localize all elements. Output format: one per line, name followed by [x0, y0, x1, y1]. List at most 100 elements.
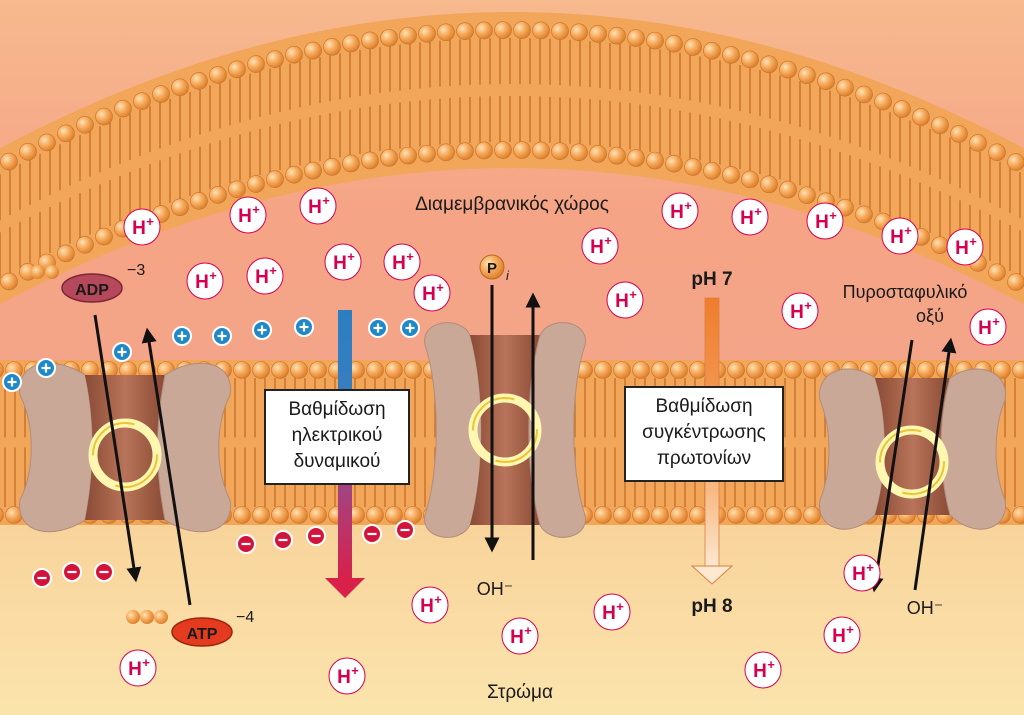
proton: H+ — [186, 262, 224, 300]
negative-charges — [32, 520, 415, 588]
svg-text:H: H — [852, 564, 866, 585]
protons: H+H+H+H+H+H+H+H+H+H+H+H+H+H+H+H+H+H+H+H+… — [119, 187, 1007, 695]
rotation-cycle-2 — [468, 393, 542, 467]
proton: H+ — [299, 187, 337, 225]
svg-text:+: + — [436, 280, 444, 295]
proton: H+ — [593, 593, 631, 631]
svg-text:H: H — [815, 212, 829, 233]
proton: H+ — [969, 308, 1007, 346]
proton: H+ — [606, 281, 644, 319]
atp-molecule: ATP −4 — [126, 609, 254, 647]
svg-text:+: + — [846, 622, 854, 637]
svg-text:H: H — [255, 267, 269, 288]
svg-text:+: + — [322, 193, 330, 208]
svg-text:+: + — [269, 263, 277, 278]
proton: H+ — [413, 274, 451, 312]
proton: H+ — [383, 243, 421, 281]
adp-molecule: ADP −3 — [31, 262, 145, 303]
svg-text:+: + — [146, 214, 154, 229]
rotation-cycle-1 — [88, 418, 162, 492]
atp-charge: −4 — [236, 609, 254, 626]
svg-text:+: + — [347, 249, 355, 264]
proton: H+ — [744, 651, 782, 689]
pyruvate-label-line-2: οξύ — [916, 306, 944, 326]
svg-text:H: H — [238, 206, 252, 227]
positive-charge — [172, 326, 192, 346]
positive-charge — [212, 326, 232, 346]
positive-charge — [400, 318, 420, 338]
svg-text:+: + — [804, 298, 812, 313]
negative-charge — [236, 534, 256, 554]
ph-bottom-label: pH 8 — [691, 596, 732, 617]
adp-label: ADP — [75, 282, 109, 299]
negative-charge — [306, 526, 326, 546]
svg-text:+: + — [252, 202, 260, 217]
negative-charge — [32, 568, 52, 588]
proton: H+ — [324, 243, 362, 281]
svg-text:H: H — [128, 659, 142, 680]
phosphate-label: P — [487, 260, 497, 277]
svg-text:H: H — [392, 253, 406, 274]
hydroxide-label-2: OH⁻ — [907, 598, 944, 618]
atp-label: ATP — [187, 626, 218, 643]
pyruvate-transporter — [819, 368, 1006, 530]
intermembrane-space-label: Διαμεμβρανικός χώρος — [415, 194, 609, 215]
proton: H+ — [246, 257, 284, 295]
svg-text:H: H — [790, 302, 804, 323]
svg-text:+: + — [684, 198, 692, 213]
svg-text:H: H — [602, 603, 616, 624]
electric-gradient-line-2: ηλεκτρικού — [291, 425, 383, 446]
hydroxide-export-arrow-2 — [913, 337, 957, 591]
svg-text:H: H — [832, 626, 846, 647]
positive-charges — [2, 317, 420, 392]
svg-text:H: H — [337, 667, 351, 688]
negative-charge — [62, 562, 82, 582]
positive-charge — [36, 358, 56, 378]
proton: H+ — [731, 198, 769, 236]
proton: H+ — [229, 196, 267, 234]
svg-text:H: H — [333, 253, 347, 274]
svg-text:H: H — [420, 596, 434, 617]
proton-gradient-line-3: πρωτονίων — [656, 448, 752, 469]
positive-charge — [252, 320, 272, 340]
proton: H+ — [411, 586, 449, 624]
svg-text:+: + — [209, 268, 217, 283]
positive-charge — [294, 317, 314, 337]
svg-text:H: H — [132, 218, 146, 239]
svg-text:H: H — [615, 291, 629, 312]
proton: H+ — [946, 228, 984, 266]
svg-text:H: H — [670, 202, 684, 223]
svg-text:H: H — [890, 227, 904, 248]
proton: H+ — [843, 554, 881, 592]
proton: H+ — [501, 617, 539, 655]
rotation-cycle-3 — [875, 425, 949, 499]
proton-gradient-line-2: συγκέντρωσης — [642, 422, 766, 443]
proton: H+ — [823, 616, 861, 654]
svg-text:H: H — [422, 284, 436, 305]
negative-charge — [362, 524, 382, 544]
ph-top-label: pH 7 — [691, 269, 732, 290]
svg-text:+: + — [434, 592, 442, 607]
svg-text:+: + — [829, 208, 837, 223]
svg-text:H: H — [753, 661, 767, 682]
svg-text:+: + — [969, 234, 977, 249]
atp-export-arrow — [141, 327, 192, 606]
svg-text:H: H — [955, 238, 969, 259]
adp-charge: −3 — [127, 262, 145, 279]
proton: H+ — [581, 227, 619, 265]
svg-text:H: H — [510, 627, 524, 648]
svg-text:+: + — [616, 599, 624, 614]
svg-text:H: H — [308, 197, 322, 218]
proton: H+ — [806, 202, 844, 240]
svg-text:+: + — [406, 249, 414, 264]
pyruvate-import-arrow — [868, 339, 914, 593]
positive-charge — [2, 372, 22, 392]
svg-text:H: H — [195, 272, 209, 293]
positive-charge — [368, 318, 388, 338]
svg-text:H: H — [978, 318, 992, 339]
proton: H+ — [119, 649, 157, 687]
svg-text:+: + — [754, 204, 762, 219]
svg-text:+: + — [866, 560, 874, 575]
